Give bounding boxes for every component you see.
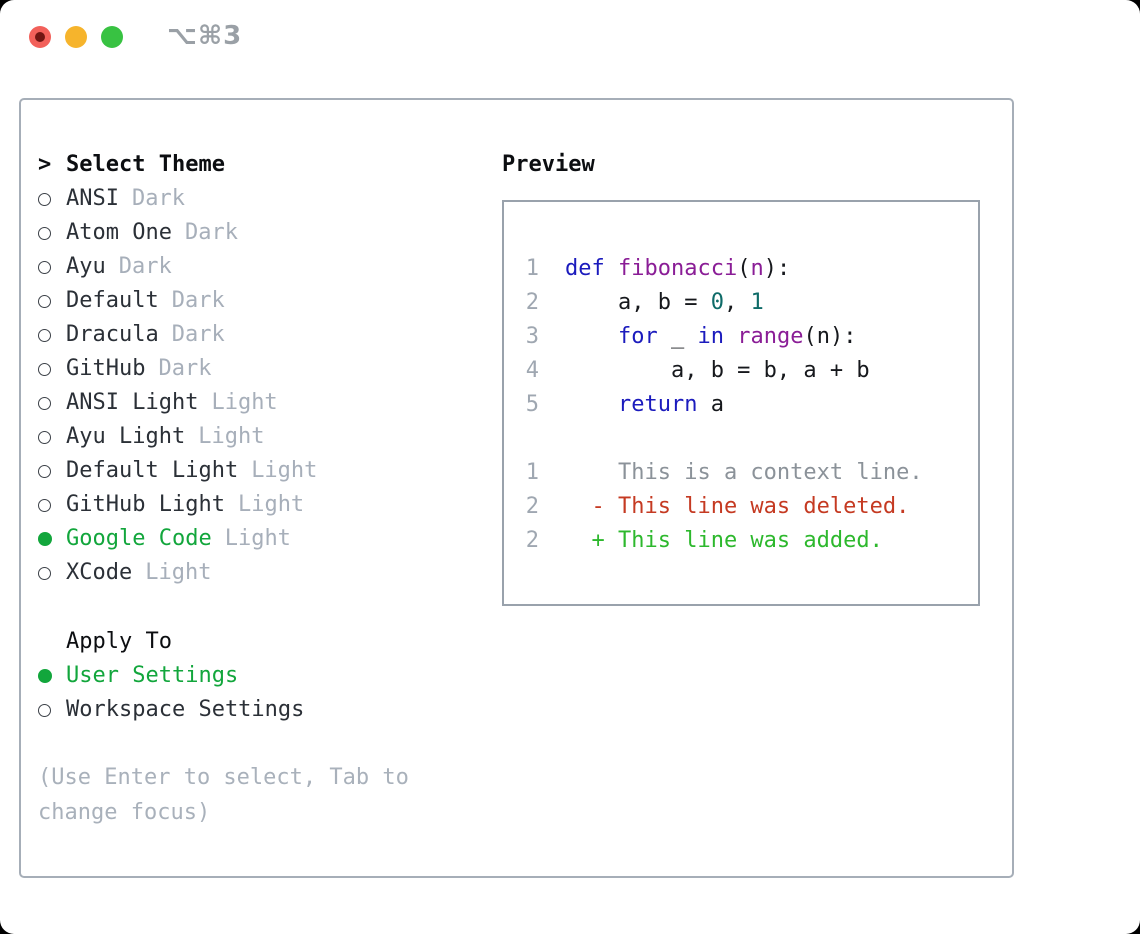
theme-option-label: Atom One	[66, 220, 172, 245]
select-theme-title: Select Theme	[66, 152, 225, 177]
theme-option-label: Default	[66, 288, 159, 313]
theme-variant-label: Dark	[158, 356, 212, 381]
theme-variant-label: Light	[198, 424, 265, 449]
theme-variant-label: Light	[224, 526, 291, 551]
code-text: for _ in range(n):	[617, 324, 857, 349]
radio-selected-icon	[38, 532, 66, 546]
theme-option-ayu[interactable]: Ayu Dark	[38, 250, 488, 284]
apply-option-user-settings[interactable]: User Settings	[38, 659, 488, 693]
line-number: 2	[525, 290, 539, 315]
theme-option-label: GitHub Light	[66, 492, 225, 517]
radio-selected-icon	[38, 669, 66, 683]
code-line: 2 - This line was deleted.	[525, 490, 978, 524]
theme-option-label: GitHub	[66, 356, 146, 381]
theme-option-label: Google Code	[66, 526, 212, 551]
radio-icon	[38, 566, 66, 580]
line-number: 2	[525, 494, 539, 519]
code-text: return a	[617, 392, 724, 417]
code-text: a, b = 0, 1	[565, 290, 764, 315]
radio-icon	[38, 226, 66, 240]
theme-variant-label: Light	[145, 560, 212, 585]
code-line: 2 a, b = 0, 1	[525, 286, 978, 320]
line-number: 2	[525, 528, 539, 553]
radio-icon	[38, 294, 66, 308]
code-text: This is a context line.	[565, 460, 923, 485]
theme-option-ansi-light[interactable]: ANSI Light Light	[38, 386, 488, 420]
radio-icon	[38, 396, 66, 410]
apply-option-workspace-settings[interactable]: Workspace Settings	[38, 693, 488, 727]
line-number: 1	[525, 460, 539, 485]
maximize-button[interactable]	[101, 26, 123, 48]
radio-icon	[38, 430, 66, 444]
theme-option-dracula[interactable]: Dracula Dark	[38, 318, 488, 352]
code-line: 3 for _ in range(n):	[525, 320, 978, 354]
code-text: a, b = b, a + b	[565, 358, 870, 383]
code-text: def fibonacci(n):	[565, 256, 791, 281]
theme-option-google-code[interactable]: Google Code Light	[38, 522, 488, 556]
preview-title: Preview	[502, 152, 595, 177]
code-line: 4 a, b = b, a + b	[525, 354, 978, 388]
apply-to-title: Apply To	[66, 629, 172, 654]
theme-option-label: Ayu Light	[66, 424, 186, 449]
theme-option-default[interactable]: Default Dark	[38, 284, 488, 318]
theme-variant-label: Light	[251, 458, 318, 483]
theme-variant-label: Dark	[171, 288, 225, 313]
radio-icon	[38, 328, 66, 342]
radio-icon	[38, 192, 66, 206]
theme-variant-label: Dark	[118, 254, 172, 279]
code-line: 5 return a	[525, 388, 978, 422]
radio-icon	[38, 498, 66, 512]
apply-option-label: User Settings	[66, 663, 239, 688]
window-shortcut-label: ⌥⌘3	[167, 21, 243, 51]
theme-option-ayu-light[interactable]: Ayu Light Light	[38, 420, 488, 454]
theme-option-ansi[interactable]: ANSI Dark	[38, 182, 488, 216]
radio-icon	[38, 703, 66, 717]
code-line: 1 def fibonacci(n):	[525, 252, 978, 286]
line-number: 3	[525, 324, 539, 349]
theme-option-label: Default Light	[66, 458, 239, 483]
theme-variant-label: Light	[211, 390, 278, 415]
minimize-button[interactable]	[65, 26, 87, 48]
hint-text: (Use Enter to select, Tab to change focu…	[38, 765, 409, 825]
code-line: 2 + This line was added.	[525, 524, 978, 558]
line-number: 1	[525, 256, 539, 281]
theme-option-github-light[interactable]: GitHub Light Light	[38, 488, 488, 522]
close-button-dot-icon	[35, 32, 45, 42]
radio-icon	[38, 260, 66, 274]
theme-variant-label: Dark	[171, 322, 225, 347]
radio-icon	[38, 464, 66, 478]
theme-option-github[interactable]: GitHub Dark	[38, 352, 488, 386]
theme-variant-label: Light	[237, 492, 305, 517]
line-number	[525, 422, 539, 456]
theme-option-label: ANSI Light	[66, 390, 199, 415]
line-number: 4	[525, 358, 539, 383]
theme-option-label: ANSI	[66, 186, 119, 211]
close-button[interactable]	[29, 26, 51, 48]
cursor-arrow-icon: >	[38, 152, 52, 177]
theme-option-label: Ayu	[66, 254, 106, 279]
theme-option-atom-one[interactable]: Atom One Dark	[38, 216, 488, 250]
line-number: 5	[525, 392, 539, 417]
code-text: - This line was deleted.	[565, 494, 910, 519]
code-text: + This line was added.	[565, 528, 883, 553]
theme-option-label: XCode	[66, 560, 133, 585]
code-line: 1 This is a context line.	[525, 456, 978, 490]
code-line	[525, 422, 978, 456]
theme-option-default-light[interactable]: Default Light Light	[38, 454, 488, 488]
theme-variant-label: Dark	[131, 186, 185, 211]
theme-option-label: Dracula	[66, 322, 159, 347]
radio-icon	[38, 362, 66, 376]
select-theme-header: > Select Theme	[38, 148, 488, 182]
theme-option-xcode[interactable]: XCode Light	[38, 556, 488, 590]
apply-option-label: Workspace Settings	[66, 697, 305, 722]
theme-variant-label: Dark	[184, 220, 238, 245]
